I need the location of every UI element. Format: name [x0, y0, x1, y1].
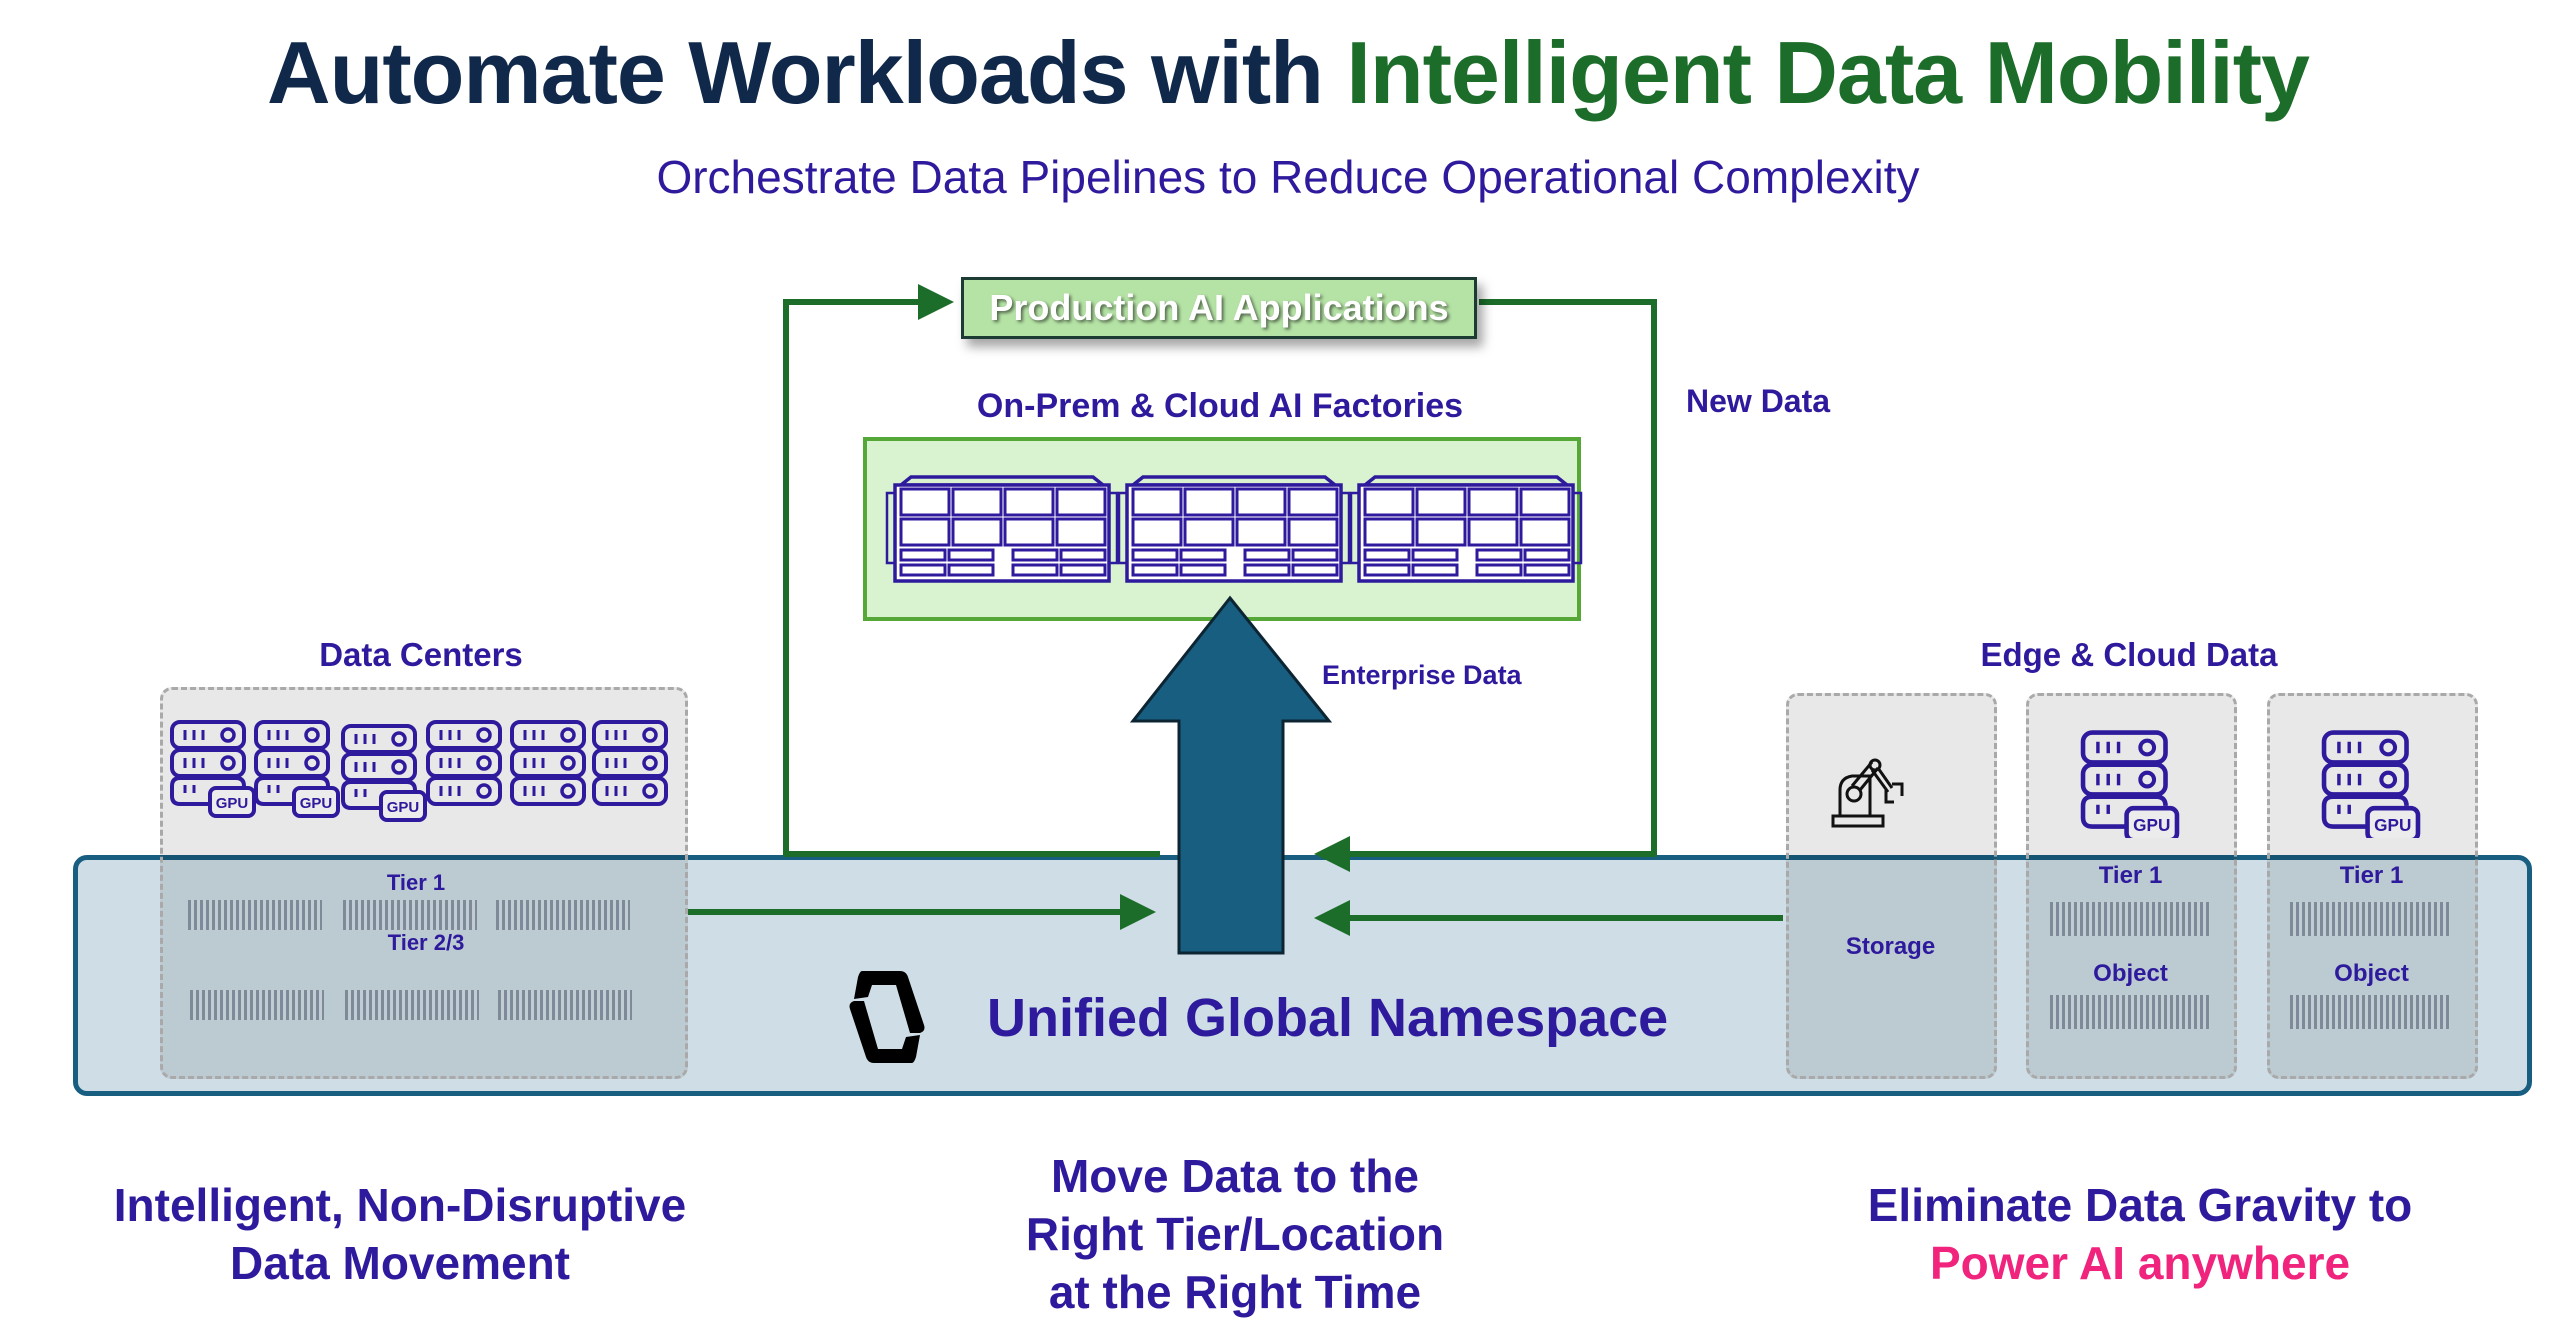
new-data-label: New Data [1686, 383, 1831, 419]
footer-left: Intelligent, Non-Disruptive Data Movemen… [40, 1176, 760, 1292]
footer-center: Move Data to the Right Tier/Location at … [870, 1147, 1600, 1321]
edge-object-drive-1 [2050, 995, 2210, 1029]
unified-namespace-bar [73, 855, 2532, 1096]
namespace-logo-icon [849, 971, 925, 1063]
dc-tier1-drive-3 [496, 900, 630, 930]
loop-right-line [1314, 299, 1657, 872]
gpu-label: GPU [216, 795, 249, 812]
dc-tier23-drive-1 [190, 990, 324, 1020]
edge-object-drive-2 [2290, 995, 2450, 1029]
dc-tier1-drive-2 [343, 900, 477, 930]
gpu-server-icon: GPU [2075, 728, 2185, 843]
title-part-1: Automate Workloads with [267, 23, 1347, 122]
robot-arm-icon [1831, 758, 1904, 828]
dc-tier23-drive-3 [498, 990, 632, 1020]
gpu-label: GPU [2133, 815, 2170, 835]
gpu-server-icon: GPU [170, 720, 256, 818]
edge-tier1-drive-1 [2050, 902, 2210, 936]
page-subtitle: Orchestrate Data Pipelines to Reduce Ope… [656, 151, 1920, 203]
gpu-server-icon: GPU [341, 724, 427, 822]
production-ai-applications-box: Production AI Applications [961, 277, 1477, 339]
footer-right-line-1: Eliminate Data Gravity to [1867, 1179, 2413, 1231]
gpu-server-graphic: GPU [2316, 728, 2421, 843]
ai-factory-icon-3 [1349, 475, 1583, 583]
dc-tier1-label: Tier 1 [386, 870, 446, 895]
footer-right-line-2: Power AI anywhere [1929, 1237, 2351, 1289]
ai-factory-icon-2 [1117, 475, 1351, 583]
gpu-label: GPU [2374, 815, 2411, 835]
unified-namespace-label: Unified Global Namespace [987, 988, 1669, 1048]
edge-tier1-drive-2 [2290, 902, 2450, 936]
title-part-2: Intelligent Data Mobility [1346, 23, 2310, 122]
enterprise-data-label: Enterprise Data [1322, 660, 1522, 690]
gpu-label: GPU [387, 799, 420, 816]
footer-right: Eliminate Data Gravity to Power AI anywh… [1780, 1176, 2500, 1292]
dc-tier1-drive-1 [188, 900, 322, 930]
dc-tier23-drive-2 [345, 990, 479, 1020]
edge-cloud-label: Edge & Cloud Data [1980, 636, 2278, 673]
edge-tier1-label-2: Tier 1 [2339, 862, 2404, 889]
data-centers-label: Data Centers [319, 636, 523, 673]
server-rack-icon [592, 720, 668, 806]
edge-storage-box [1786, 693, 1997, 1079]
server-rack-icon [510, 720, 586, 806]
page-title: Automate Workloads with Intelligent Data… [0, 22, 2576, 124]
edge-tier1-label-1: Tier 1 [2098, 862, 2163, 889]
footer-center-line-1: Move Data to the [1050, 1150, 1420, 1202]
edge-object-label-2: Object [2334, 960, 2409, 987]
footer-center-line-2: Right Tier/Location [1025, 1208, 1445, 1260]
gpu-label: GPU [300, 795, 333, 812]
server-rack-icon [426, 720, 502, 806]
ai-factory-icon-1 [885, 475, 1119, 583]
footer-left-line-1: Intelligent, Non-Disruptive [113, 1179, 687, 1231]
edge-storage-label: Storage [1845, 933, 1936, 960]
footer-center-line-3: at the Right Time [1048, 1266, 1422, 1318]
ai-factories-label: On-Prem & Cloud AI Factories [976, 387, 1464, 425]
gpu-server-icon: GPU [254, 720, 340, 818]
footer-left-line-2: Data Movement [230, 1237, 570, 1289]
edge-object-label-1: Object [2093, 960, 2168, 987]
loop-left-line [783, 284, 1160, 857]
gpu-server-graphic: GPU [2075, 728, 2180, 843]
enterprise-data-arrow [1129, 595, 1333, 955]
dc-tier23-label: Tier 2/3 [387, 930, 465, 955]
gpu-server-icon: GPU [2316, 728, 2426, 843]
